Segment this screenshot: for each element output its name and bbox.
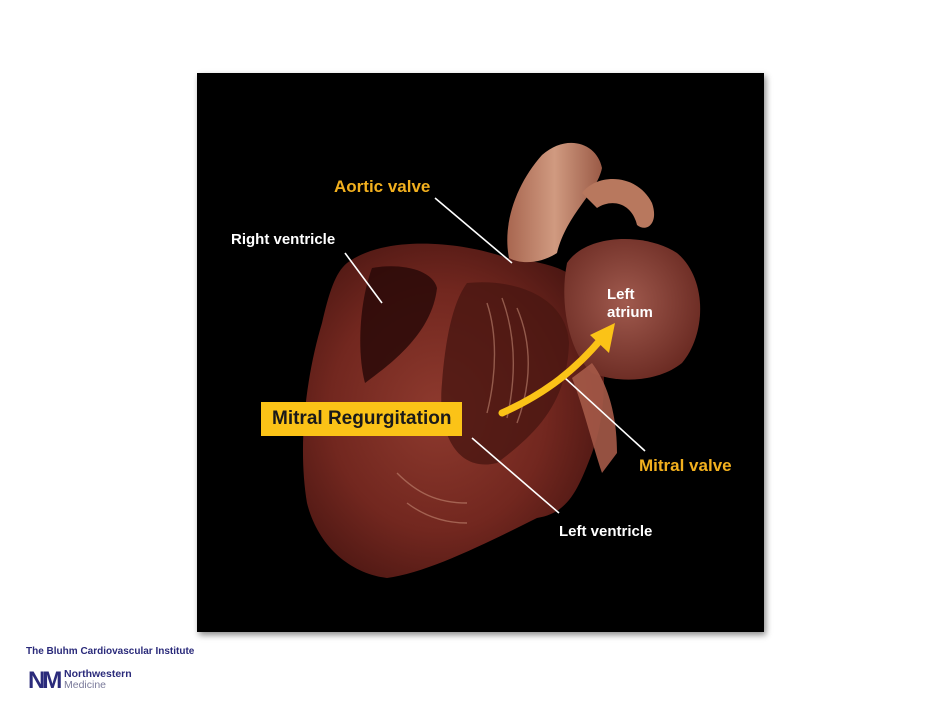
aorta xyxy=(507,143,602,262)
logo-line-medicine: Medicine xyxy=(64,679,106,691)
institute-name: The Bluhm Cardiovascular Institute xyxy=(26,646,194,657)
pulmonary-vessel xyxy=(582,179,654,228)
label-left-atrium-line2: atrium xyxy=(607,304,653,322)
label-aortic-valve: Aortic valve xyxy=(334,177,430,197)
nm-logo-mark: NM xyxy=(28,668,59,694)
label-right-ventricle: Right ventricle xyxy=(231,231,335,248)
callout-mitral-regurgitation: Mitral Regurgitation xyxy=(261,402,462,436)
label-left-ventricle: Left ventricle xyxy=(559,523,652,540)
label-mitral-valve: Mitral valve xyxy=(639,456,732,476)
northwestern-medicine-logo: NM Northwestern Medicine xyxy=(28,668,168,694)
label-left-atrium: Left atrium xyxy=(607,286,653,322)
heart-illustration xyxy=(197,73,764,632)
footer: The Bluhm Cardiovascular Institute NM No… xyxy=(26,646,194,657)
heart-illustration-frame: Right ventricle Aortic valve Left atrium… xyxy=(197,73,764,632)
label-left-atrium-line1: Left xyxy=(607,286,653,304)
